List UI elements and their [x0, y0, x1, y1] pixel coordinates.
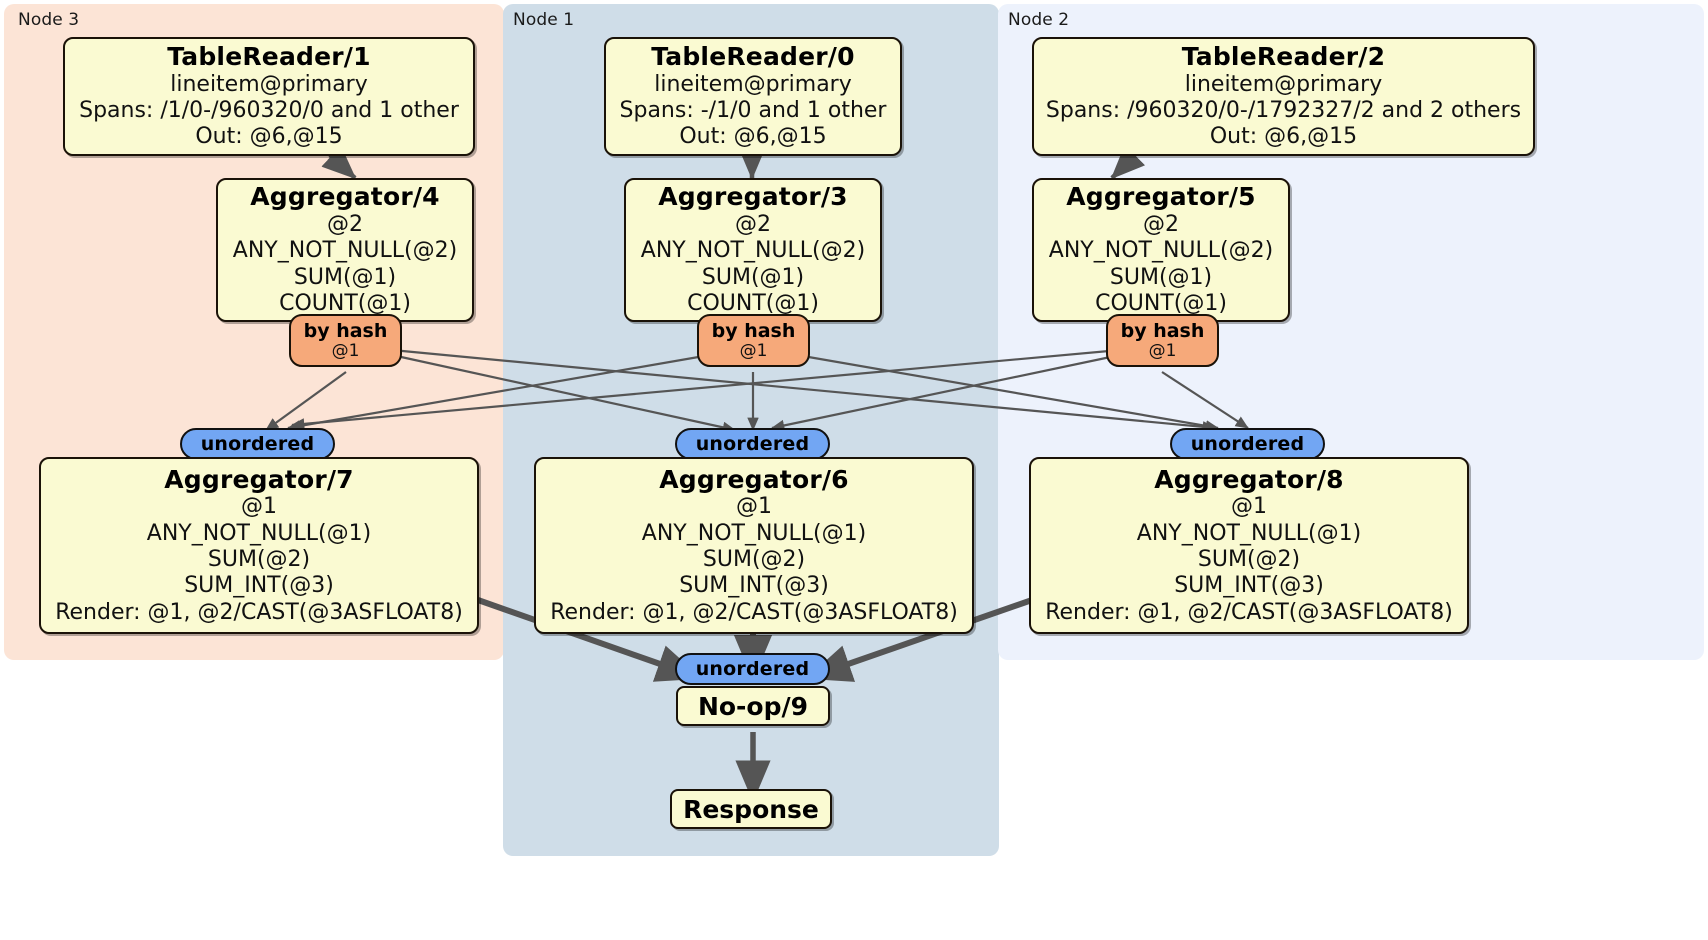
aggregator-3-box[interactable]: Aggregator/3 @2 ANY_NOT_NULL(@2) SUM(@1)… — [624, 178, 882, 322]
panel-label-node-2: Node 2 — [1008, 10, 1070, 30]
aggregator-6-agg-3: SUM_INT(@3) — [679, 573, 829, 599]
table-reader-2-title: TableReader/2 — [1181, 42, 1386, 72]
aggregator-5-group: @2 — [1143, 211, 1179, 237]
table-reader-0-out: Out: @6,@15 — [679, 124, 827, 150]
table-reader-1-spans: Spans: /1/0-/960320/0 and 1 other — [79, 98, 459, 124]
table-reader-0-spans: Spans: -/1/0 and 1 other — [619, 98, 887, 124]
table-reader-1-box[interactable]: TableReader/1 lineitem@primary Spans: /1… — [63, 37, 475, 156]
aggregator-7-agg-3: SUM_INT(@3) — [184, 573, 334, 599]
hash-router-node-1[interactable]: by hash @1 — [697, 314, 810, 367]
aggregator-4-title: Aggregator/4 — [250, 182, 440, 212]
synchronizer-unordered-final[interactable]: unordered — [675, 653, 830, 685]
aggregator-8-title: Aggregator/8 — [1154, 464, 1344, 494]
aggregator-4-agg-2: SUM(@1) — [293, 264, 397, 290]
aggregator-7-group: @1 — [241, 494, 277, 520]
panel-label-node-1: Node 1 — [513, 10, 575, 30]
hash-router-node-3-key: @1 — [331, 340, 360, 361]
table-reader-0-title: TableReader/0 — [651, 42, 855, 72]
table-reader-1-out: Out: @6,@15 — [195, 124, 343, 150]
hash-router-node-2-label: by hash — [1120, 319, 1205, 342]
hash-router-node-2[interactable]: by hash @1 — [1106, 314, 1219, 367]
table-reader-0-table: lineitem@primary — [654, 71, 852, 97]
table-reader-2-box[interactable]: TableReader/2 lineitem@primary Spans: /9… — [1032, 37, 1535, 156]
aggregator-5-box[interactable]: Aggregator/5 @2 ANY_NOT_NULL(@2) SUM(@1)… — [1032, 178, 1290, 322]
aggregator-3-agg-1: ANY_NOT_NULL(@2) — [640, 238, 866, 264]
aggregator-4-agg-3: COUNT(@1) — [279, 291, 411, 317]
aggregator-8-box[interactable]: Aggregator/8 @1 ANY_NOT_NULL(@1) SUM(@2)… — [1029, 457, 1469, 634]
aggregator-3-title: Aggregator/3 — [658, 182, 848, 212]
aggregator-4-agg-1: ANY_NOT_NULL(@2) — [232, 238, 458, 264]
table-reader-1-table: lineitem@primary — [170, 71, 368, 97]
synchronizer-unordered-node-1[interactable]: unordered — [675, 428, 830, 460]
panel-label-node-3: Node 3 — [18, 10, 80, 30]
aggregator-6-render: Render: @1, @2/CAST(@3ASFLOAT8) — [550, 599, 958, 625]
aggregator-8-render: Render: @1, @2/CAST(@3ASFLOAT8) — [1045, 599, 1453, 625]
aggregator-5-title: Aggregator/5 — [1066, 182, 1256, 212]
aggregator-7-render: Render: @1, @2/CAST(@3ASFLOAT8) — [55, 599, 463, 625]
aggregator-7-agg-2: SUM(@2) — [207, 547, 311, 573]
aggregator-5-agg-3: COUNT(@1) — [1095, 291, 1227, 317]
aggregator-5-agg-1: ANY_NOT_NULL(@2) — [1048, 238, 1274, 264]
aggregator-3-group: @2 — [735, 211, 771, 237]
aggregator-5-agg-2: SUM(@1) — [1109, 264, 1213, 290]
hash-router-node-2-key: @1 — [1148, 340, 1177, 361]
hash-router-node-1-label: by hash — [711, 319, 796, 342]
aggregator-7-title: Aggregator/7 — [164, 464, 354, 494]
aggregator-6-agg-1: ANY_NOT_NULL(@1) — [641, 520, 867, 546]
table-reader-0-box[interactable]: TableReader/0 lineitem@primary Spans: -/… — [604, 37, 902, 156]
aggregator-3-agg-2: SUM(@1) — [701, 264, 805, 290]
aggregator-7-box[interactable]: Aggregator/7 @1 ANY_NOT_NULL(@1) SUM(@2)… — [39, 457, 479, 634]
aggregator-6-agg-2: SUM(@2) — [702, 547, 806, 573]
hash-router-node-1-key: @1 — [739, 340, 768, 361]
aggregator-8-group: @1 — [1231, 494, 1267, 520]
aggregator-8-agg-1: ANY_NOT_NULL(@1) — [1136, 520, 1362, 546]
aggregator-7-agg-1: ANY_NOT_NULL(@1) — [146, 520, 372, 546]
no-op-9-box[interactable]: No-op/9 — [676, 686, 830, 726]
aggregator-6-box[interactable]: Aggregator/6 @1 ANY_NOT_NULL(@1) SUM(@2)… — [534, 457, 974, 634]
table-reader-2-spans: Spans: /960320/0-/1792327/2 and 2 others — [1045, 98, 1522, 124]
aggregator-8-agg-3: SUM_INT(@3) — [1174, 573, 1324, 599]
synchronizer-unordered-node-3[interactable]: unordered — [180, 428, 335, 460]
table-reader-2-table: lineitem@primary — [1184, 71, 1383, 97]
response-box[interactable]: Response — [670, 789, 832, 829]
aggregator-4-box[interactable]: Aggregator/4 @2 ANY_NOT_NULL(@2) SUM(@1)… — [216, 178, 474, 322]
aggregator-6-title: Aggregator/6 — [659, 464, 849, 494]
synchronizer-unordered-node-2[interactable]: unordered — [1170, 428, 1325, 460]
table-reader-2-out: Out: @6,@15 — [1209, 124, 1358, 150]
table-reader-1-title: TableReader/1 — [167, 42, 371, 72]
aggregator-3-agg-3: COUNT(@1) — [687, 291, 819, 317]
aggregator-8-agg-2: SUM(@2) — [1197, 547, 1301, 573]
hash-router-node-3-label: by hash — [303, 319, 388, 342]
hash-router-node-3[interactable]: by hash @1 — [289, 314, 402, 367]
aggregator-6-group: @1 — [736, 494, 772, 520]
aggregator-4-group: @2 — [327, 211, 363, 237]
